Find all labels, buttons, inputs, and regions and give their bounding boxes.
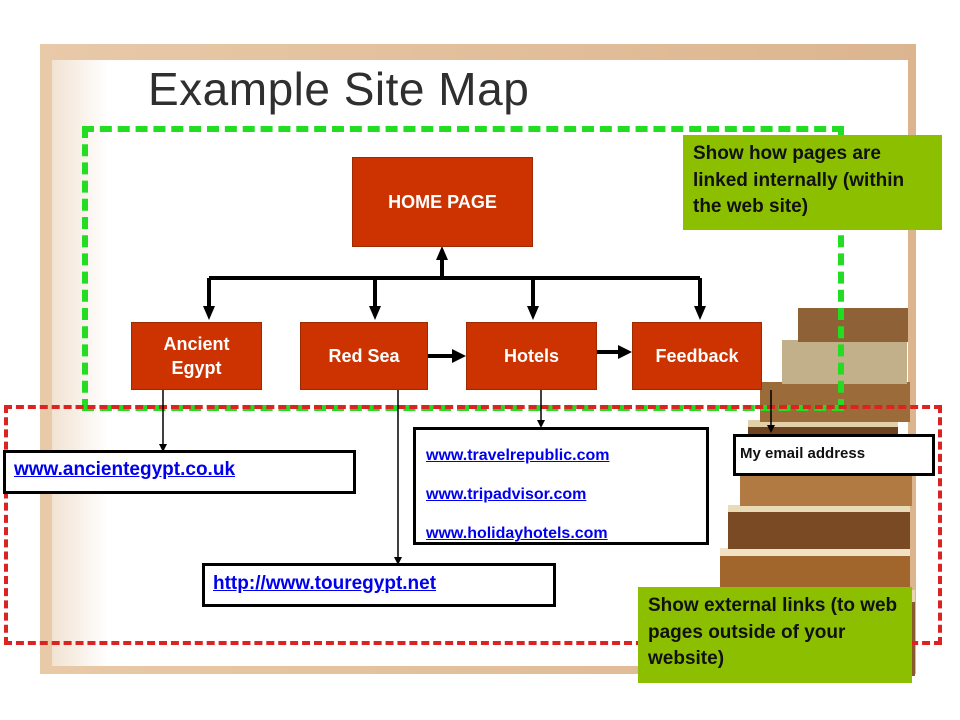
note-external-links: Show external links (to web pages outsid…	[638, 587, 912, 683]
link-touregypt[interactable]: http://www.touregypt.net	[213, 573, 437, 594]
external-links-region	[4, 405, 942, 645]
page-box-feedback[interactable]: Feedback	[632, 322, 762, 390]
link-holidayhotels[interactable]: www.holidayhotels.com	[426, 525, 608, 543]
external-box-email: My email address	[733, 434, 935, 476]
external-box-hotels: www.travelrepublic.com www.tripadvisor.c…	[413, 427, 709, 545]
page-box-red-sea[interactable]: Red Sea	[300, 322, 428, 390]
note-internal-links: Show how pages are linked internally (wi…	[683, 135, 942, 230]
page-label-feedback: Feedback	[655, 345, 739, 366]
external-box-ancientegypt: www.ancientegypt.co.uk	[3, 450, 356, 494]
email-address-label[interactable]: My email address	[740, 445, 866, 462]
link-travelrepublic[interactable]: www.travelrepublic.com	[426, 447, 610, 464]
page-label-ancient-egypt: Ancient Egypt	[163, 333, 230, 378]
page-box-hotels[interactable]: Hotels	[466, 322, 597, 390]
external-box-touregypt: http://www.touregypt.net	[202, 563, 556, 607]
note-internal-text: Show how pages are linked internally (wi…	[693, 143, 905, 218]
page-title: Example Site Map	[148, 63, 530, 115]
page-box-ancient-egypt[interactable]: Ancient Egypt	[131, 322, 262, 390]
home-page-label: HOME PAGE	[388, 191, 497, 212]
link-tripadvisor[interactable]: www.tripadvisor.com	[426, 486, 587, 504]
page-label-red-sea: Red Sea	[328, 345, 400, 366]
slide-left-shade	[52, 60, 108, 666]
page-label-hotels: Hotels	[503, 345, 559, 366]
note-external-text: Show external links (to web pages outsid…	[648, 595, 898, 670]
arrow-head-home	[436, 246, 448, 260]
home-page-box[interactable]: HOME PAGE	[352, 157, 533, 247]
link-ancientegypt[interactable]: www.ancientegypt.co.uk	[14, 459, 236, 480]
